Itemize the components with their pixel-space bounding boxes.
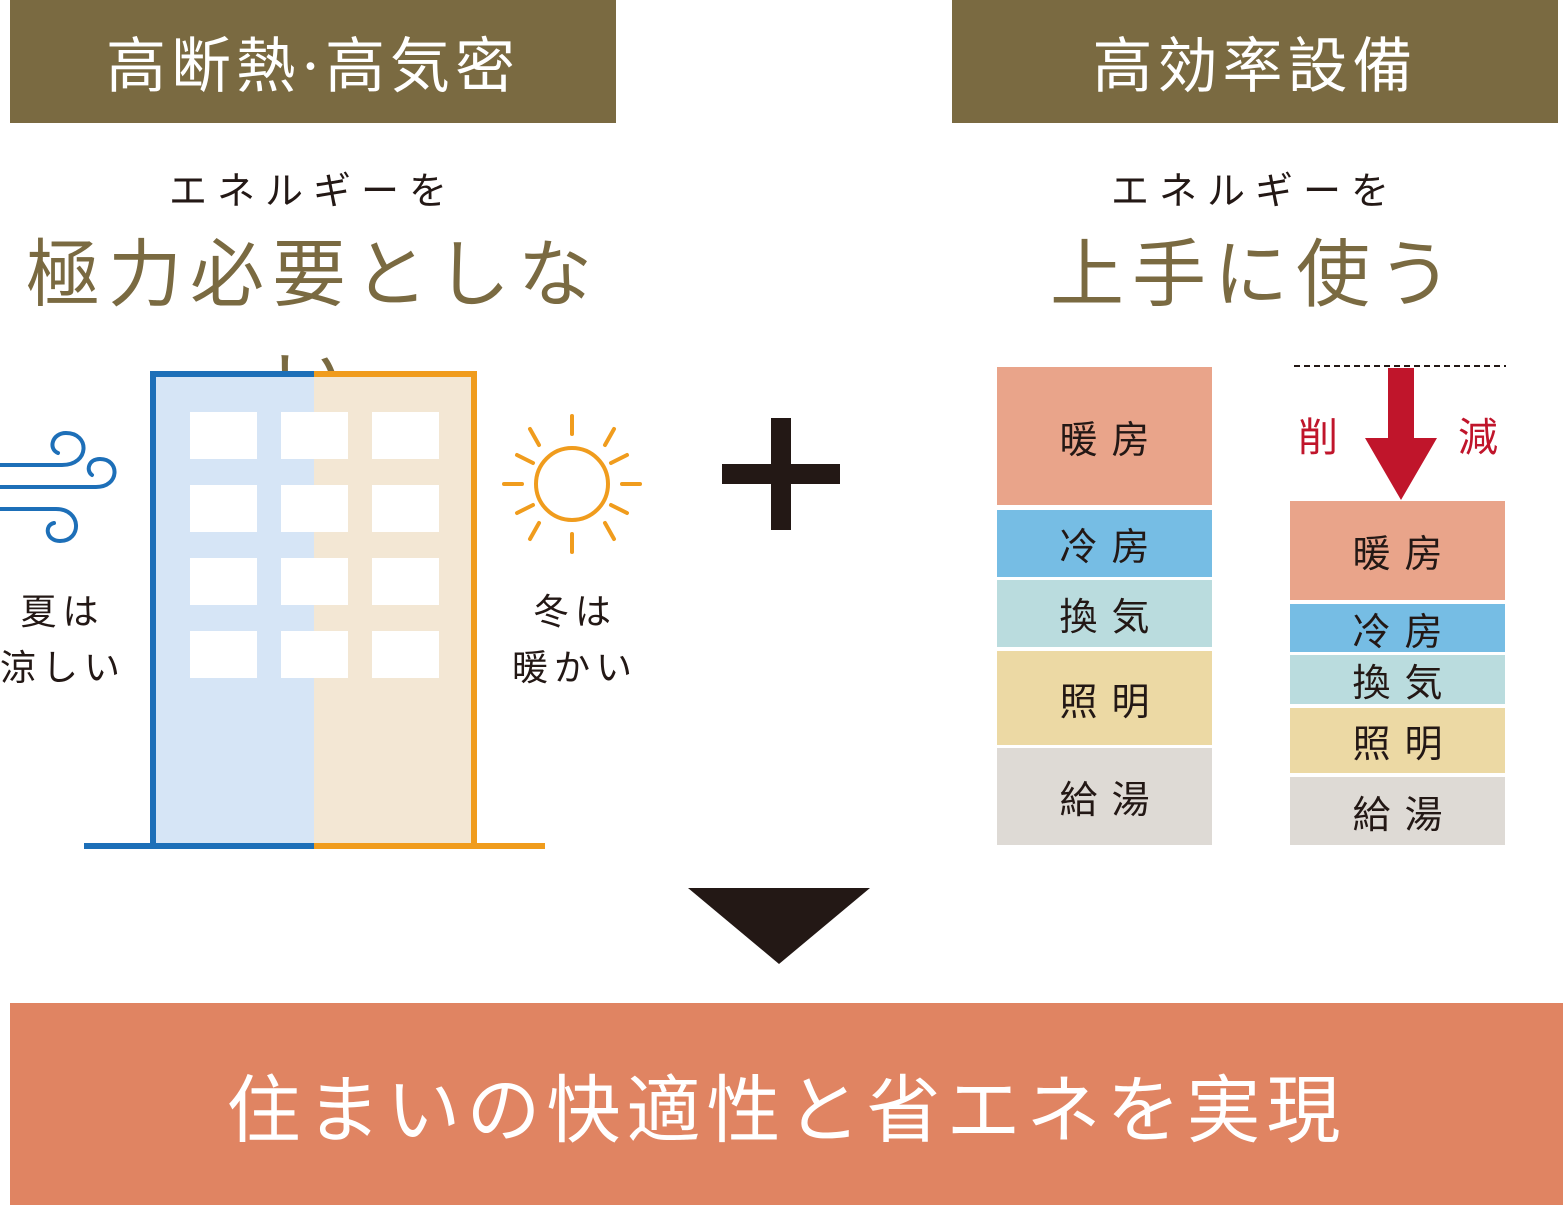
insulation-header: 高断熱·高気密 bbox=[10, 0, 616, 123]
right-subtitle-small: エネルギーを bbox=[1110, 169, 1399, 213]
after-bar-3: 換気 bbox=[1290, 655, 1505, 705]
before-bar-1: 暖房 bbox=[997, 367, 1212, 505]
result-arrow-icon bbox=[688, 888, 870, 964]
building-illustration bbox=[84, 371, 545, 849]
before-bar-3: 換気 bbox=[997, 580, 1212, 647]
winter-text: 冬は 暖かい bbox=[511, 592, 638, 689]
reduction-label-left: 削 bbox=[1298, 415, 1338, 461]
before-bar-2: 冷房 bbox=[997, 510, 1212, 577]
equipment-header: 高効率設備 bbox=[952, 0, 1558, 123]
after-bar-2: 冷房 bbox=[1290, 604, 1505, 654]
before-bar-4: 照明 bbox=[997, 651, 1212, 745]
summer-text: 夏は 涼しい bbox=[0, 592, 127, 689]
after-bar-1: 暖房 bbox=[1290, 501, 1505, 600]
reduction-arrow-icon bbox=[1365, 368, 1437, 500]
result-banner: 住まいの快適性と省エネを実現 bbox=[10, 1003, 1563, 1205]
plus-icon bbox=[722, 418, 840, 530]
before-bar-5: 給湯 bbox=[997, 748, 1212, 845]
left-subtitle-small: エネルギーを bbox=[168, 169, 457, 213]
sun-icon bbox=[502, 414, 642, 554]
wind-icon bbox=[0, 430, 117, 544]
baseline-dashed-line bbox=[1294, 365, 1506, 367]
right-subtitle-big: 上手に使う bbox=[1050, 232, 1460, 318]
after-bar-5: 給湯 bbox=[1290, 777, 1505, 845]
reduction-label-right: 減 bbox=[1458, 415, 1498, 461]
after-bar-4: 照明 bbox=[1290, 708, 1505, 773]
